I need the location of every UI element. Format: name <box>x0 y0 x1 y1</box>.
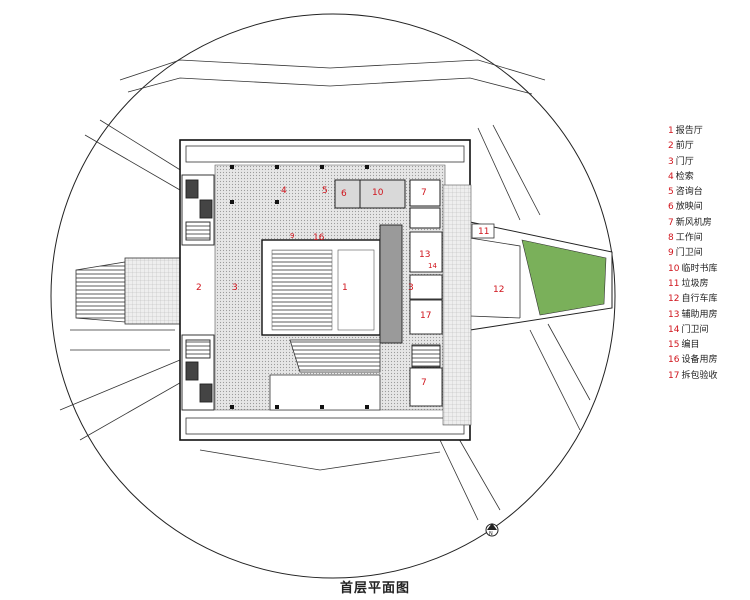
legend-text: 自行车库 <box>681 294 718 305</box>
label-13: 13 <box>419 250 430 260</box>
legend-number: 12 <box>668 294 680 305</box>
legend-text: 工作间 <box>675 233 703 244</box>
legend-number: 10 <box>668 263 680 274</box>
legend-number: 15 <box>668 340 680 351</box>
label-4: 4 <box>281 186 287 196</box>
legend-number: 9 <box>668 248 674 259</box>
legend-text: 咨询台 <box>675 187 703 198</box>
legend-number: 7 <box>668 217 674 228</box>
columns <box>230 165 369 409</box>
legend-text: 垃圾房 <box>681 278 709 289</box>
label-16: 16 <box>313 233 325 243</box>
entrance-ramp <box>75 257 181 325</box>
top-rooms <box>334 179 441 229</box>
grand-stair <box>269 339 381 411</box>
legend-text: 前厅 <box>675 141 694 152</box>
legend-number: 2 <box>668 141 674 152</box>
legend-number: 5 <box>668 187 674 198</box>
legend-number: 3 <box>668 156 674 167</box>
label-14: 14 <box>428 262 437 270</box>
label-7a: 7 <box>421 188 427 198</box>
legend-text: 拆包验收 <box>681 370 718 381</box>
label-3a: 3 <box>232 283 238 293</box>
label-5: 5 <box>322 186 328 196</box>
auditorium <box>261 239 381 336</box>
plan-title: 首层平面图 <box>339 581 410 596</box>
legend-text: 编目 <box>681 340 700 351</box>
legend-text: 门卫间 <box>681 324 709 335</box>
left-cores <box>181 174 215 411</box>
legend-number: 13 <box>668 309 680 320</box>
legend-number: 17 <box>668 370 680 381</box>
label-10: 10 <box>372 188 384 198</box>
legend-text: 放映间 <box>675 202 703 213</box>
label-17: 17 <box>420 311 431 321</box>
legend-number: 11 <box>668 278 680 289</box>
legend-text: 检索 <box>675 171 694 182</box>
label-12: 12 <box>493 285 504 295</box>
legend-text: 辅助用房 <box>681 309 718 320</box>
legend-text: 新风机房 <box>675 217 712 228</box>
service-cores <box>379 224 443 407</box>
legend-number: 4 <box>668 171 674 182</box>
label-2: 2 <box>196 283 202 293</box>
legend-number: 8 <box>668 233 674 244</box>
label-11: 11 <box>478 227 489 237</box>
room-labels: 1 2 3 3 4 5 6 10 7 7 11 12 13 14 16 17 9 <box>196 186 504 388</box>
label-1: 1 <box>342 283 348 293</box>
legend-number: 1 <box>668 126 674 136</box>
legend-text: 门厅 <box>675 156 694 167</box>
legend-text: 临时书库 <box>681 263 718 274</box>
legend-number: 6 <box>668 202 674 213</box>
north-label: N <box>489 531 493 537</box>
legend-text: 报告厅 <box>675 126 703 136</box>
legend-text: 设备用房 <box>681 355 718 366</box>
label-6: 6 <box>341 189 347 199</box>
label-9: 9 <box>290 232 294 240</box>
plaza-lines <box>59 59 591 521</box>
legend-number: 16 <box>668 355 680 366</box>
legend-number: 14 <box>668 324 680 335</box>
label-3b: 3 <box>408 283 414 293</box>
label-7b: 7 <box>421 378 427 388</box>
right-wing <box>469 221 613 331</box>
north-arrow-icon: N <box>485 523 499 537</box>
legend-text: 门卫间 <box>675 248 703 259</box>
